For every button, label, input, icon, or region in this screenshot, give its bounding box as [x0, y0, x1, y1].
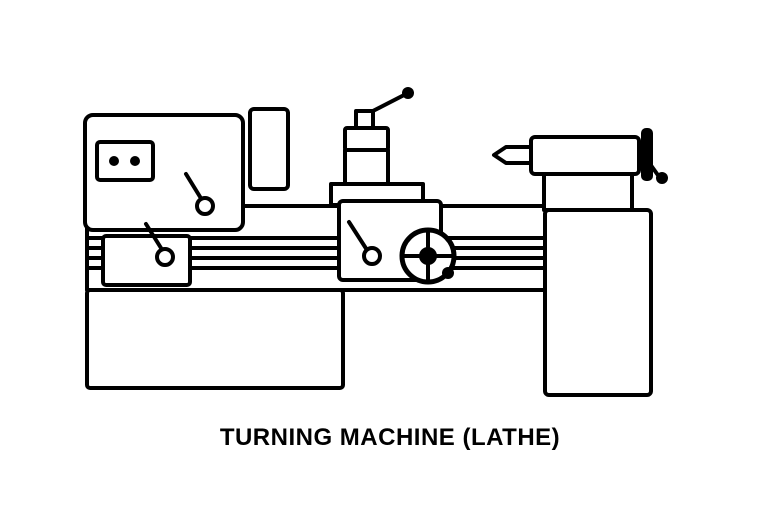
- tailstock-handle-knob: [656, 172, 668, 184]
- carriage-lever-icon: [347, 220, 382, 266]
- right-base-cabinet: [543, 208, 653, 397]
- lower-apron: [101, 222, 192, 287]
- indicator-light-left: [109, 156, 119, 166]
- tailstock-handwheel: [641, 128, 653, 181]
- indicator-light-right: [130, 156, 140, 166]
- headstock: [83, 113, 245, 232]
- handwheel-knob: [442, 267, 454, 279]
- handwheel-icon[interactable]: [399, 227, 457, 285]
- tool-post-handle-knob: [402, 87, 414, 99]
- tailstock: [492, 128, 668, 212]
- headstock-lever-icon: [184, 172, 215, 216]
- tool-post: [343, 87, 414, 186]
- headstock-control-panel: [95, 140, 155, 182]
- apron-lever-icon: [144, 222, 175, 267]
- tailstock-center-point: [492, 145, 533, 165]
- left-base-cabinet: [85, 288, 345, 390]
- diagram-caption: TURNING MACHINE (LATHE): [219, 424, 561, 451]
- carriage-apron: [337, 199, 457, 285]
- motor-cover: [248, 107, 290, 191]
